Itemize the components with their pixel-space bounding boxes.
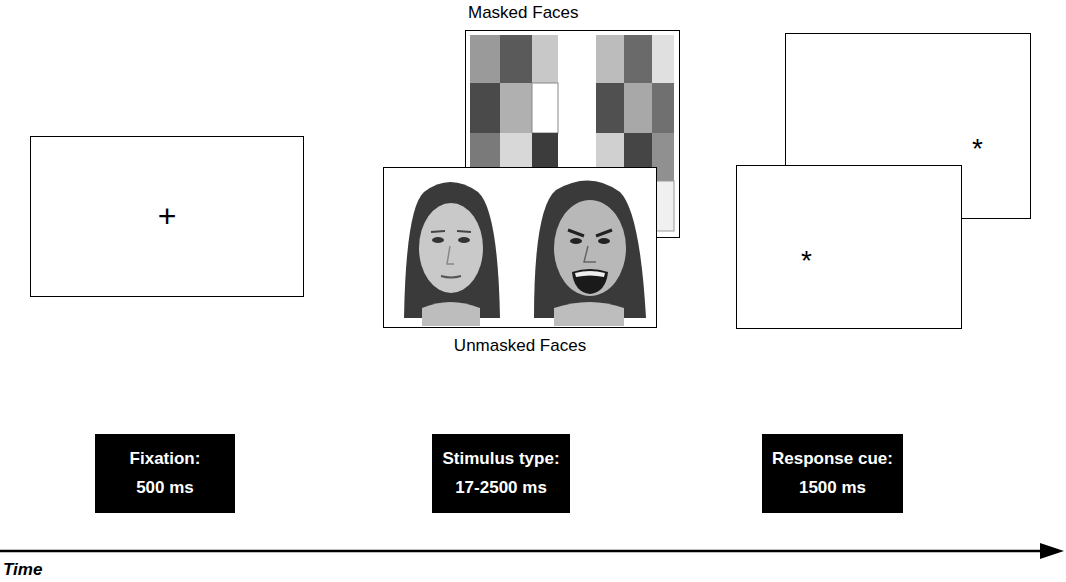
angry-face <box>534 180 646 326</box>
fixation-cross: + <box>158 199 177 234</box>
screen-heading: Masked Faces <box>468 4 579 23</box>
drawing-part <box>598 238 610 244</box>
drawing-part <box>534 180 646 318</box>
drawing-part <box>441 276 461 278</box>
drawing-part <box>575 271 605 277</box>
phase-label-box: Stimulus type: 17-2500 ms <box>432 434 570 513</box>
phase-label-box: Fixation: 500 ms <box>95 434 235 513</box>
drawing-part <box>532 35 558 83</box>
response-cue-mark: * <box>801 246 812 277</box>
face-photos <box>384 168 655 326</box>
drawing-part <box>500 35 532 83</box>
drawing-part <box>624 83 652 133</box>
drawing-part <box>432 237 444 243</box>
drawing-part <box>470 35 500 83</box>
phase-name: Fixation: <box>130 450 201 469</box>
drawing-part <box>447 246 454 264</box>
drawing-part <box>652 83 674 133</box>
phase-duration: 17-2500 ms <box>455 479 547 498</box>
drawing-part <box>532 83 558 133</box>
neutral-face <box>404 182 500 326</box>
drawing-part <box>419 203 483 293</box>
response-screen: * <box>736 165 962 329</box>
drawing-part <box>431 231 471 232</box>
drawing-part <box>596 35 624 83</box>
drawing-part <box>554 200 626 296</box>
drawing-part <box>568 230 612 236</box>
drawing-part <box>624 35 652 83</box>
phase-duration: 1500 ms <box>799 479 866 498</box>
drawing-part <box>652 35 674 83</box>
response-cue-mark: * <box>972 134 983 165</box>
drawing-part <box>554 302 624 326</box>
drawing-part <box>458 237 470 243</box>
drawing-part <box>584 246 596 262</box>
drawing-part <box>596 83 624 133</box>
drawing-part <box>470 83 500 133</box>
drawing-part <box>1040 543 1064 559</box>
drawing-part <box>0 550 1046 553</box>
drawing-part <box>404 182 500 318</box>
phase-name: Response cue: <box>772 450 893 469</box>
unmasked-stimulus-screen: Unmasked Faces <box>383 167 657 328</box>
phase-duration: 500 ms <box>136 479 194 498</box>
axis-label: Time <box>3 560 42 580</box>
screen-heading: Unmasked Faces <box>384 337 656 356</box>
drawing-part <box>572 269 608 294</box>
phase-name: Stimulus type: <box>442 450 559 469</box>
drawing-part <box>500 83 532 133</box>
drawing-part <box>570 238 582 244</box>
fixation-screen: + <box>30 136 304 297</box>
phase-label-box: Response cue: 1500 ms <box>762 434 903 513</box>
drawing-part <box>422 302 480 326</box>
